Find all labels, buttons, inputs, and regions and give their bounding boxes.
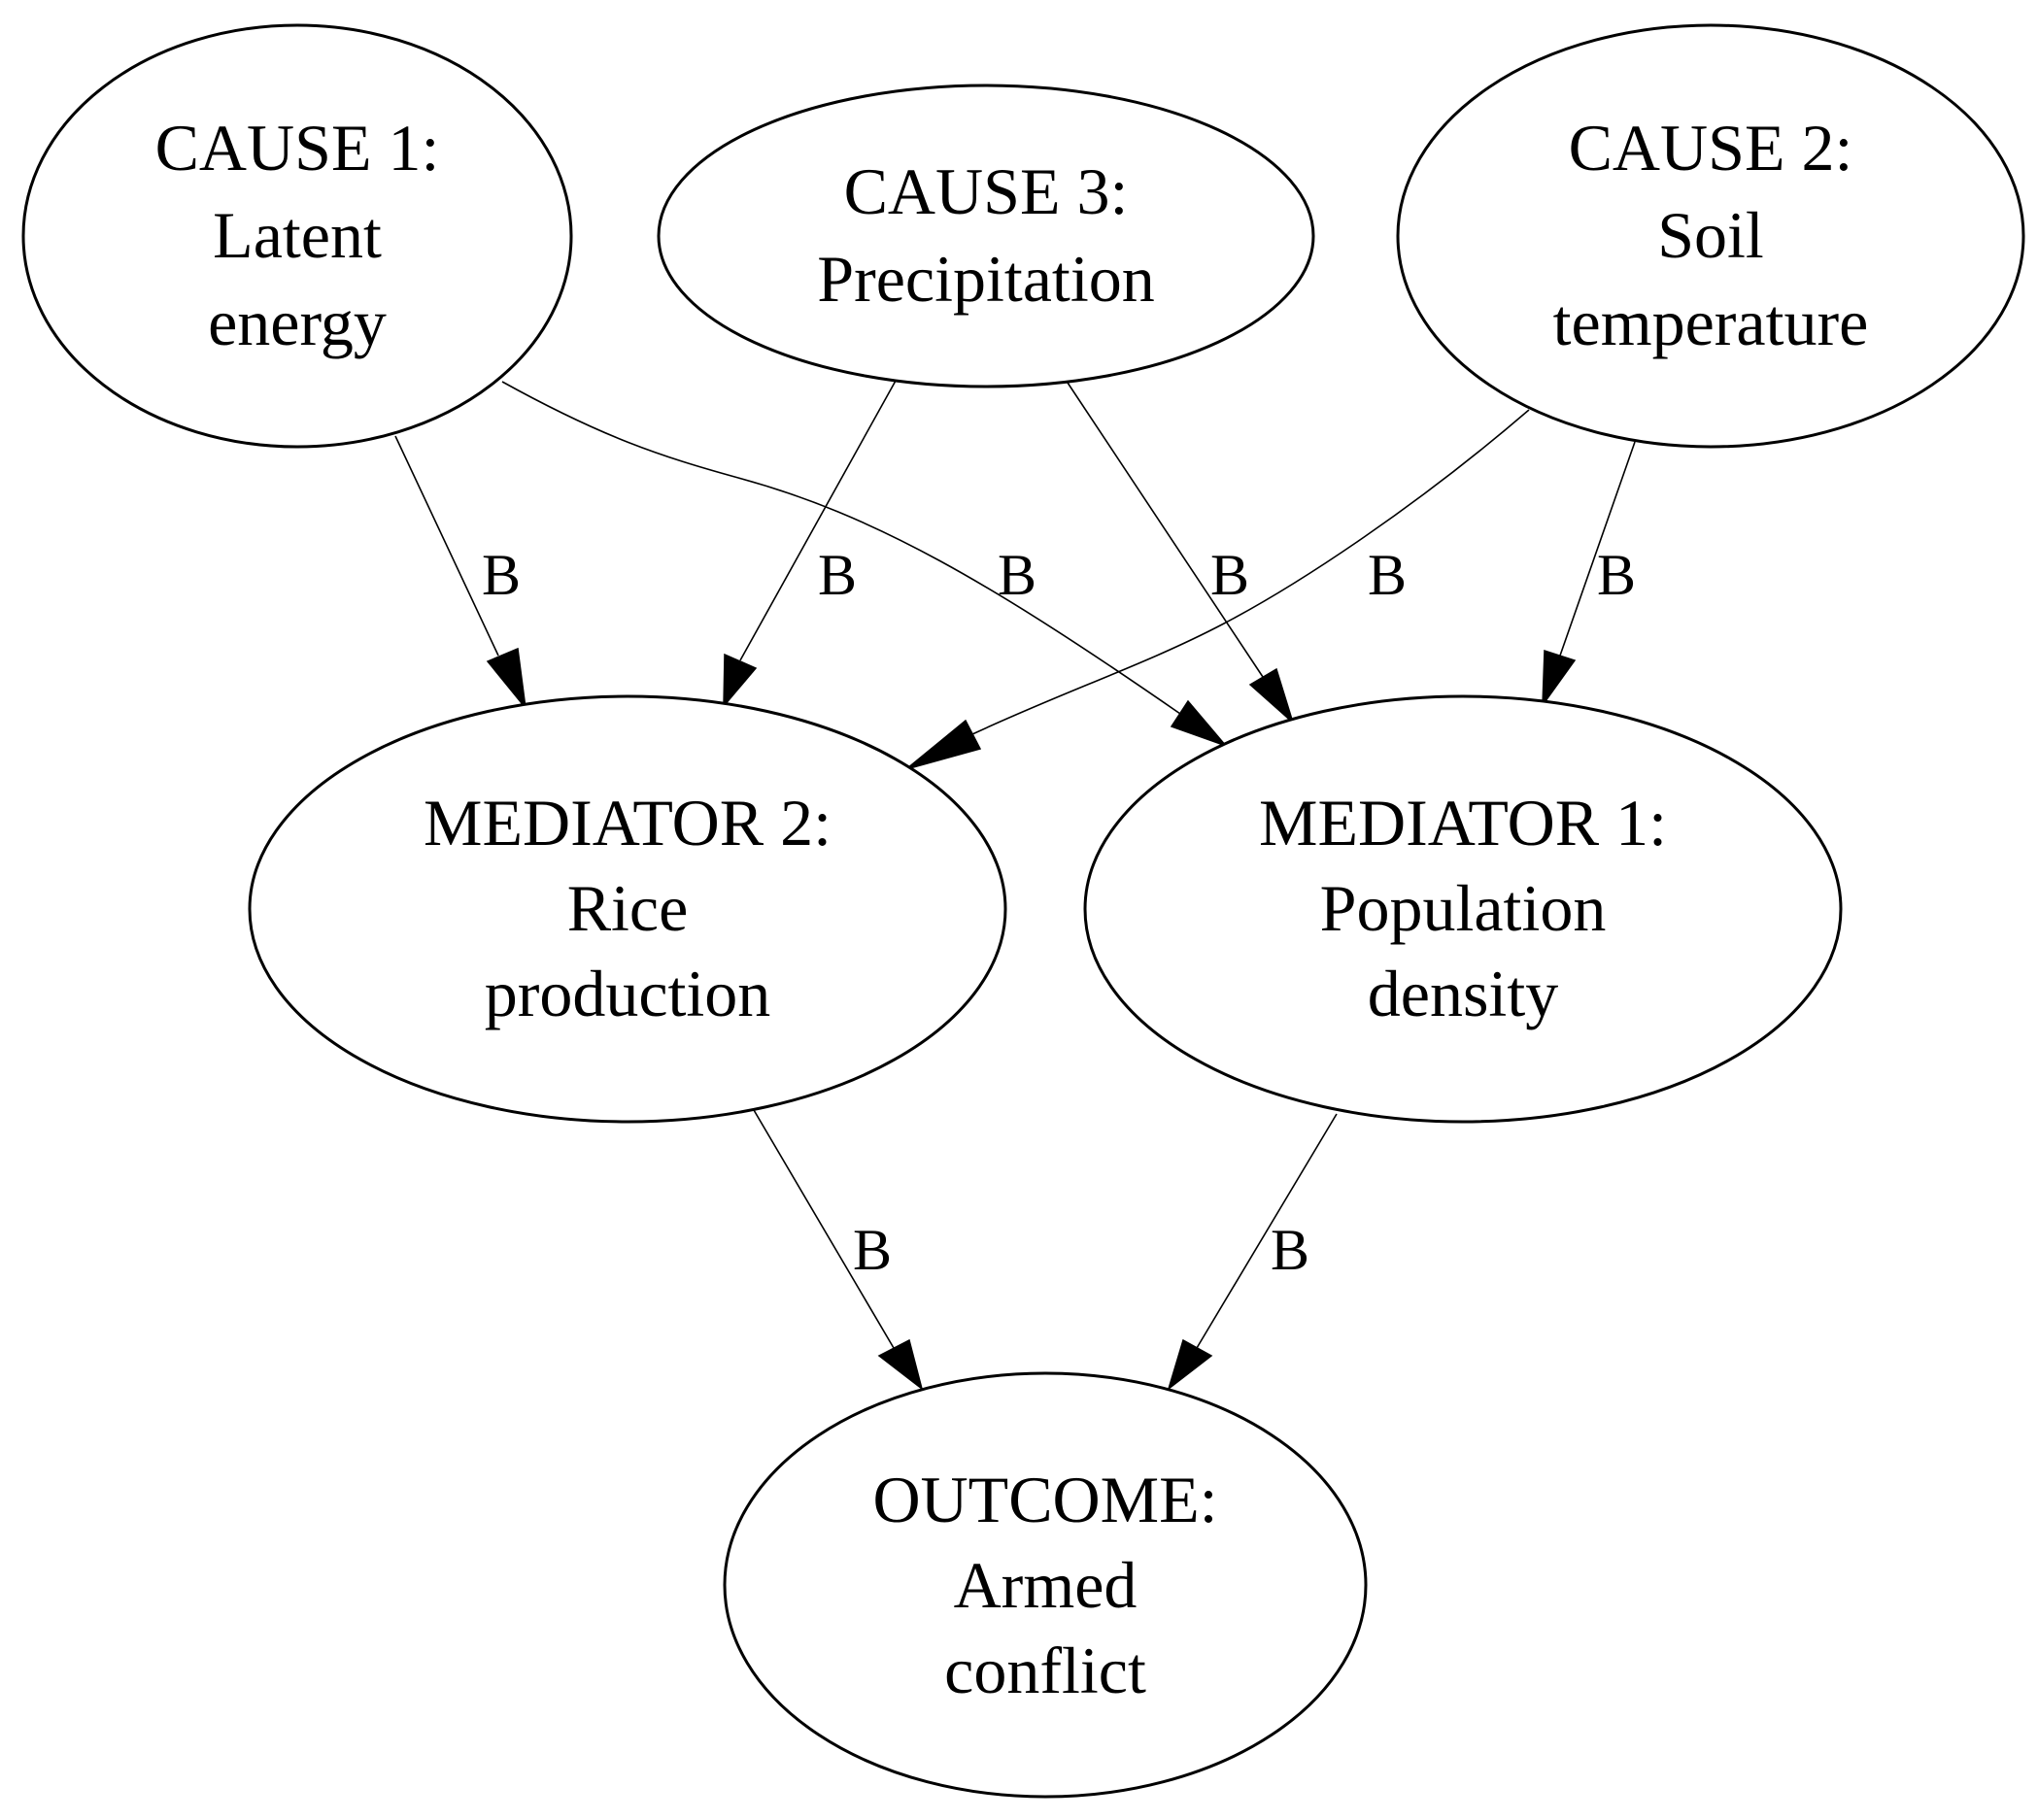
edge-cause3-to-mediator2: B <box>723 380 897 709</box>
node-cause-1: CAUSE 1: Latent energy <box>21 23 573 449</box>
node-mediator-2: MEDIATOR 2: Rice production <box>248 694 1007 1124</box>
node-label-line: conflict <box>944 1634 1146 1707</box>
edge-mediator2-to-outcome: B <box>753 1109 924 1391</box>
node-outcome: OUTCOME: Armed conflict <box>723 1371 1368 1799</box>
node-label-line: Armed <box>954 1548 1138 1622</box>
node-label-line: Precipitation <box>817 242 1154 316</box>
edge-cause2-to-mediator1: B <box>1542 441 1636 708</box>
node-label-line: CAUSE 2: <box>1569 111 1853 185</box>
edge-label: B <box>853 1218 892 1282</box>
node-label-line: production <box>485 957 771 1030</box>
edge-label: B <box>1368 543 1407 607</box>
edge-cause3-to-mediator1: B <box>1065 379 1295 725</box>
edge-mediator1-to-outcome: B <box>1167 1113 1338 1392</box>
node-cause-2: CAUSE 2: Soil temperature <box>1396 23 2025 449</box>
edge-label: B <box>482 543 521 607</box>
node-label-line: Rice <box>567 871 689 945</box>
edge-cause1-to-mediator2: B <box>394 435 527 711</box>
edge-label: B <box>1271 1218 1309 1282</box>
node-label-line: Population <box>1320 871 1607 945</box>
edge-label: B <box>818 543 857 607</box>
node-mediator-1: MEDIATOR 1: Population density <box>1083 694 1843 1124</box>
node-cause-3: CAUSE 3: Precipitation <box>657 84 1315 388</box>
node-label-line: MEDIATOR 1: <box>1259 786 1667 859</box>
edge-label: B <box>1210 543 1249 607</box>
node-label-line: Latent <box>213 198 382 272</box>
node-label-line: density <box>1368 957 1558 1030</box>
node-label-line: MEDIATOR 2: <box>424 786 832 859</box>
node-label-line: temperature <box>1553 286 1869 359</box>
edge-label: B <box>998 543 1036 607</box>
node-label-line: Soil <box>1657 198 1764 272</box>
node-label-line: OUTCOME: <box>872 1463 1217 1536</box>
edge-cause2-to-mediator2: B <box>905 409 1530 770</box>
node-label-line: energy <box>208 286 387 359</box>
node-label-line: CAUSE 1: <box>155 111 440 185</box>
edge-label: B <box>1597 543 1636 607</box>
node-label-line: CAUSE 3: <box>844 154 1129 228</box>
edge-cause1-to-mediator1: B <box>501 381 1229 748</box>
